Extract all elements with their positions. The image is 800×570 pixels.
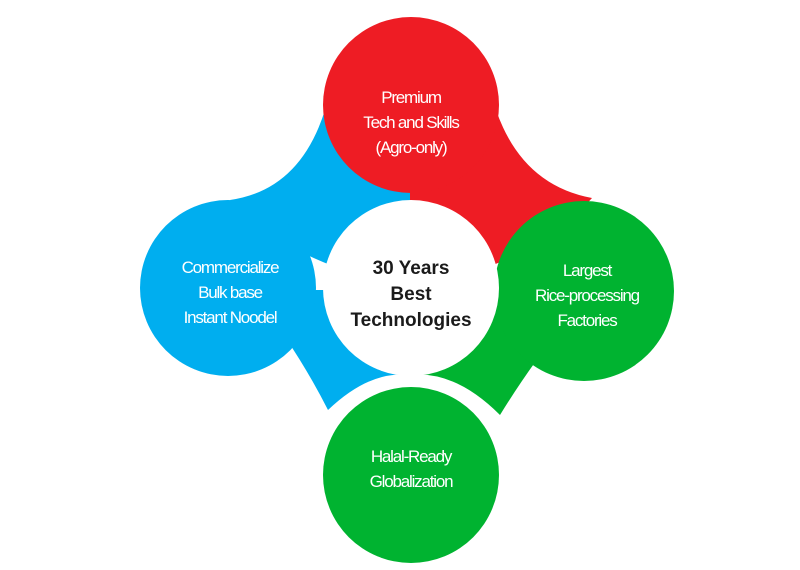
petal-right-circle (494, 201, 674, 381)
petal-bottom-label: Halal-Ready Globalization (331, 444, 491, 494)
petal-top-label: Premium Tech and Skills (Agro-only) (331, 85, 491, 160)
petal-top-circle (323, 17, 499, 193)
center-circle (323, 200, 499, 376)
petal-bottom-circle (323, 387, 499, 563)
petal-left-line-3: Instant Noodel (183, 308, 278, 327)
petal-left-line-2: Bulk base (198, 283, 263, 302)
petal-left-label: Commercialize Bulk base Instant Noodel (150, 255, 310, 330)
center-label: 30 Years Best Technologies (331, 256, 491, 334)
center-line-2: Best (390, 284, 432, 305)
petal-top-line-2: Tech and Skills (363, 113, 460, 132)
center-line-3: Technologies (350, 310, 472, 331)
petal-top-line-1: Premium (381, 88, 442, 107)
petal-right-line-3: Factories (557, 311, 617, 330)
petal-left-line-1: Commercialize (181, 258, 280, 277)
center-line-1: 30 Years (372, 258, 450, 279)
petal-bottom-line-1: Halal-Ready (370, 447, 453, 466)
petal-left-circle (140, 200, 316, 376)
petal-right-line-1: Largest (562, 261, 613, 280)
petal-bottom-line-2: Globalization (369, 472, 454, 491)
petal-right-line-2: Rice-processing (535, 286, 640, 305)
petal-right-label: Largest Rice-processing Factories (502, 258, 672, 333)
petal-top-line-3: (Agro-only) (375, 138, 448, 157)
